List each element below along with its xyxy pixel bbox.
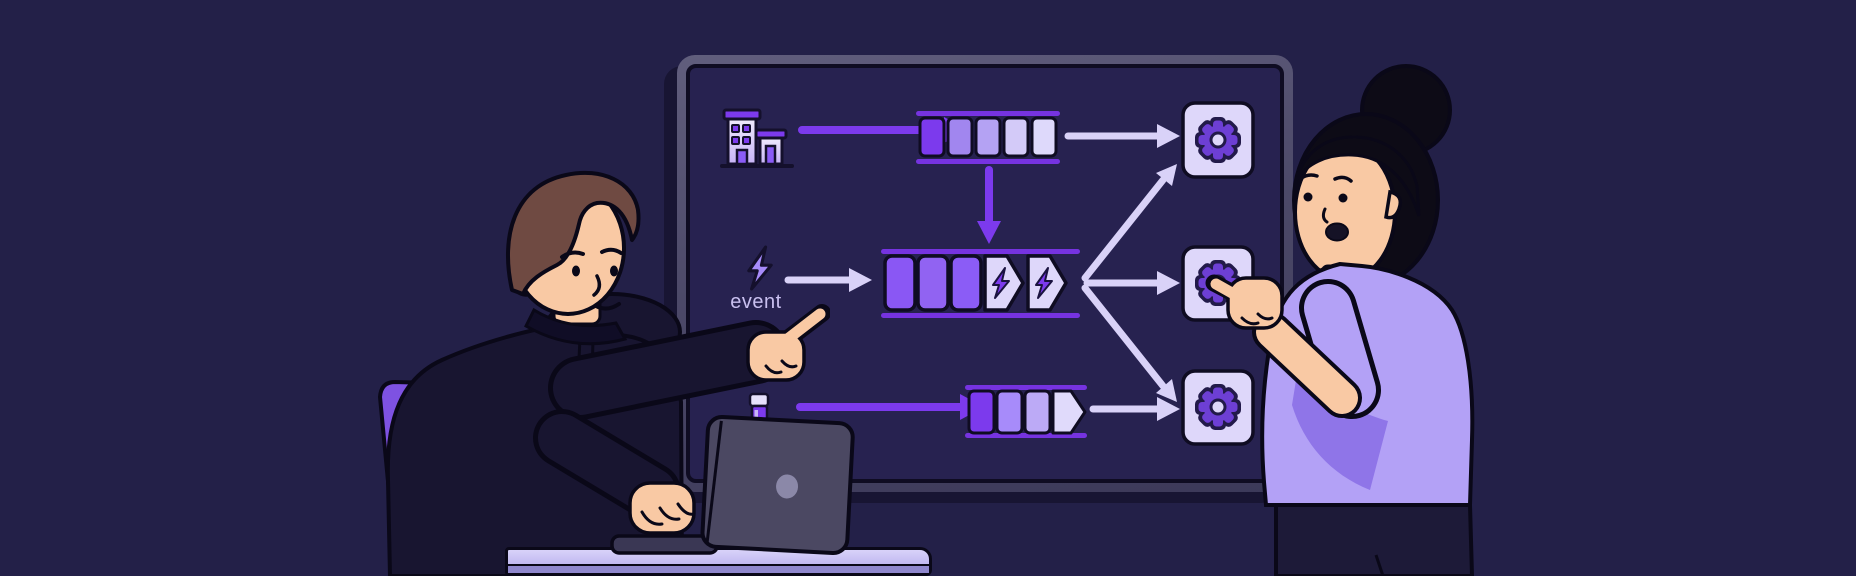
man-hair [505,170,641,296]
arrow-queue-to-gear-1 [1064,124,1180,148]
laptop-logo [776,474,799,499]
collar [524,307,628,346]
laptop-lid [700,414,855,555]
arrow-fan-down [1081,284,1177,402]
typing-hand [628,481,696,535]
arrow-queue-to-gear-3 [1089,397,1180,421]
flow-diagram [720,101,1255,450]
whiteboard-panel: event [686,64,1284,483]
gear-box-3 [1181,369,1255,446]
whiteboard: event [677,55,1293,492]
nose [1321,207,1329,224]
woman [1205,64,1475,576]
desk-front [508,564,929,573]
hairline [1294,135,1421,217]
laptop-base [610,534,719,555]
man [385,170,830,576]
arrow-fan-up [1081,164,1177,282]
ear [1384,189,1403,220]
gear-box-1 [1181,101,1255,179]
eye [572,265,580,277]
eyebrows [560,247,623,259]
pointing-hand [746,304,830,382]
laptop [610,414,855,555]
eye [1338,193,1348,203]
arrow-down [977,166,1001,244]
desk [505,547,932,576]
mouth [1325,222,1349,242]
event-label: event [730,291,782,313]
eye [610,265,618,277]
queue-bottom [965,385,1087,438]
queue-top [916,111,1060,164]
pointing-hand [1205,274,1284,330]
building-icon [720,108,794,168]
pants [1274,503,1475,576]
eyebrows [1298,173,1353,183]
nose [592,274,602,297]
arrow-fan-straight [1083,271,1180,295]
queue-middle [881,249,1080,318]
arrow-event-to-queue [784,268,872,292]
mouth [594,302,621,311]
eye [1303,192,1313,202]
